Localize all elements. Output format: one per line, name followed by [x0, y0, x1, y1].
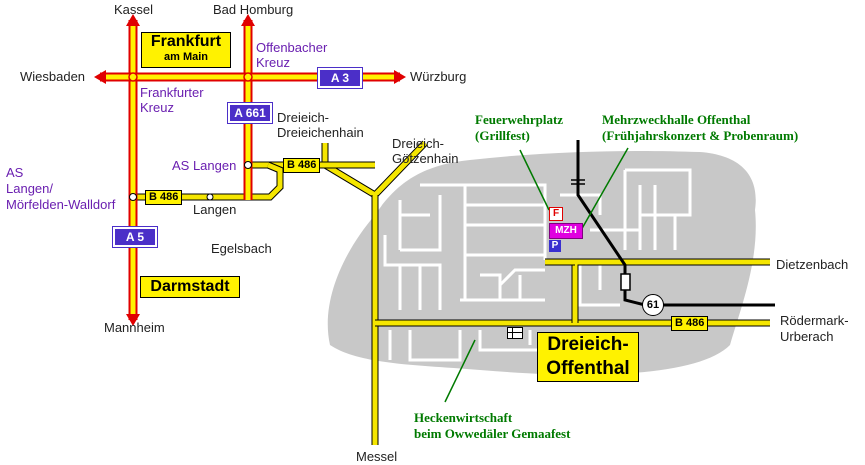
city-frankfurt-name: Frankfurt	[150, 33, 222, 50]
label-roedermark-2: Urberach	[780, 329, 834, 344]
label-bad-homburg: Bad Homburg	[213, 2, 294, 17]
note-hecken-1: Heckenwirtschaft	[414, 410, 513, 425]
label-as-moerfelden-3: Mörfelden-Walldorf	[6, 197, 116, 212]
sign-b486-west: B 486	[145, 190, 183, 205]
city-offenthal-2: Offenthal	[546, 358, 630, 379]
label-roedermark-1: Rödermark-	[780, 313, 849, 328]
note-mzh-1: Mehrzweckhalle Offenthal	[602, 112, 751, 127]
note-mzh-2: (Frühjahrskonzert & Probenraum)	[602, 128, 799, 143]
city-darmstadt: Darmstadt	[140, 276, 240, 298]
label-langen: Langen	[193, 202, 237, 217]
label-offenbacher-kreuz-2: Kreuz	[256, 55, 290, 70]
label-as-langen: AS Langen	[172, 158, 237, 173]
city-offenthal-1: Dreieich-	[547, 334, 629, 355]
label-frankfurter-kreuz-1: Frankfurter	[140, 85, 204, 100]
marker-feuerwehr: F	[549, 207, 563, 221]
label-as-moerfelden-2: Langen/	[6, 181, 53, 196]
label-wiesbaden: Wiesbaden	[20, 69, 86, 84]
label-mannheim: Mannheim	[104, 320, 165, 335]
note-feuerwehr-2: (Grillfest)	[475, 128, 530, 143]
note-feuerwehr-1: Feuerwehrplatz	[475, 112, 564, 127]
arrows	[94, 14, 406, 326]
city-frankfurt: Frankfurt am Main	[141, 32, 231, 68]
shield-a661: A 661	[227, 102, 273, 124]
label-offenbacher-kreuz-1: Offenbacher	[256, 40, 328, 55]
shield-a3: A 3	[317, 67, 363, 89]
shield-a5: A 5	[112, 226, 158, 248]
city-frankfurt-sub: am Main	[163, 51, 208, 63]
label-messel: Messel	[356, 449, 398, 464]
sign-b486-middle: B 486	[283, 158, 321, 173]
label-dreieichenhain-1: Dreieich-	[277, 110, 330, 125]
sign-b486-east: B 486	[671, 316, 709, 331]
label-kassel: Kassel	[114, 2, 154, 17]
city-offenthal: Dreieich- Offenthal	[537, 332, 639, 382]
marker-mzh: MZH	[549, 223, 583, 239]
label-dietzenbach: Dietzenbach	[776, 257, 849, 272]
label-egelsbach: Egelsbach	[211, 241, 272, 256]
offenthal-area	[327, 150, 756, 375]
label-frankfurter-kreuz-2: Kreuz	[140, 100, 174, 115]
label-wuerzburg: Würzburg	[410, 69, 467, 84]
label-goetzenhain-2: Götzenhain	[392, 151, 459, 166]
label-as-moerfelden-1: AS	[6, 165, 24, 180]
marker-parking: P	[549, 240, 561, 252]
label-goetzenhain-1: Dreieich-	[392, 136, 445, 151]
town-streets	[383, 168, 692, 362]
note-hecken-2: beim Owwedäler Gemaafest	[414, 426, 571, 441]
label-dreieichenhain-2: Dreieichenhain	[277, 125, 364, 140]
sign-route-61: 61	[642, 294, 664, 316]
marker-hecken	[507, 327, 523, 339]
